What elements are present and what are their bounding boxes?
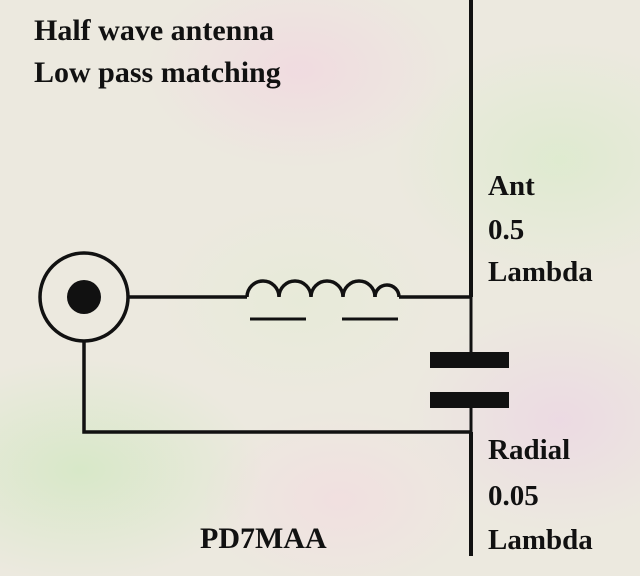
title-line-1: Half wave antenna — [34, 14, 274, 47]
author-credit: PD7MAA — [200, 522, 327, 555]
title-line-2: Low pass matching — [34, 56, 281, 89]
antenna-label-unit: Lambda — [488, 256, 593, 288]
antenna-label-name: Ant — [488, 170, 535, 202]
ground-return-wire — [82, 341, 471, 434]
antenna-label-value: 0.5 — [488, 214, 525, 246]
radial-label-name: Radial — [488, 434, 571, 466]
capacitor-icon — [430, 352, 509, 408]
inductor-icon — [245, 279, 401, 321]
coax-connector-icon — [38, 251, 130, 343]
radial-label-value: 0.05 — [488, 480, 539, 512]
radial-label-unit: Lambda — [488, 524, 593, 556]
